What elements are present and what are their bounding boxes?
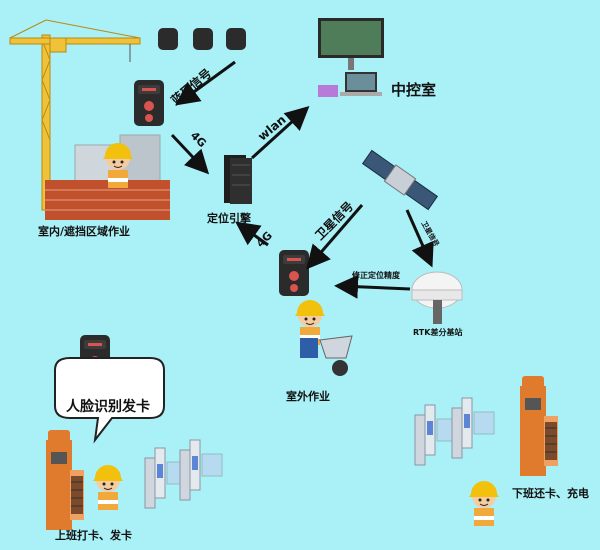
arrow-bluetooth — [175, 60, 236, 106]
server-icon — [224, 155, 252, 204]
beacon-icon — [158, 28, 246, 50]
gnss-antenna-icon — [411, 271, 463, 324]
worker-icon — [468, 480, 500, 527]
tag-device-icon — [279, 250, 309, 296]
label-rtk: RTK差分基站 — [413, 328, 463, 337]
brick-wall-icon — [45, 180, 170, 220]
label-clock-out: 下班还卡、充电 — [512, 487, 589, 500]
arrow-satellite-to-tag — [306, 204, 364, 270]
edge-label-correction: 修正定位精度 — [352, 271, 400, 280]
arrow-tag-to-engine-4g — [235, 221, 269, 247]
card-kiosk-icon — [45, 429, 85, 531]
label-outdoor: 室外作业 — [286, 390, 330, 403]
laptop-icon — [318, 72, 382, 97]
wheelbarrow-worker-icon — [294, 299, 353, 376]
label-clock-in: 上班打卡、发卡 — [55, 529, 132, 542]
turnstile-icon — [414, 404, 458, 466]
crane-icon — [9, 19, 141, 211]
arrow-satellite-to-base — [405, 209, 434, 268]
speech-bubble-icon — [54, 357, 165, 444]
label-engine: 定位引擎 — [207, 212, 251, 225]
arrow-correction — [334, 274, 411, 299]
flow-arrows — [170, 60, 434, 299]
worker-icon — [92, 464, 124, 511]
label-control-room: 中控室 — [391, 81, 437, 99]
turnstile-icon — [179, 439, 223, 501]
tag-device-icon — [134, 80, 164, 126]
label-indoor: 室内/遮挡区域作业 — [38, 225, 131, 238]
card-kiosk-icon — [519, 375, 559, 477]
monitor-icon — [318, 18, 384, 70]
arrow-tag-to-engine — [170, 133, 210, 175]
satellite-icon — [361, 149, 439, 211]
label-face-card: 人脸识别发卡 — [66, 399, 150, 415]
arrow-wlan — [250, 105, 310, 160]
turnstile-icon — [451, 397, 495, 459]
